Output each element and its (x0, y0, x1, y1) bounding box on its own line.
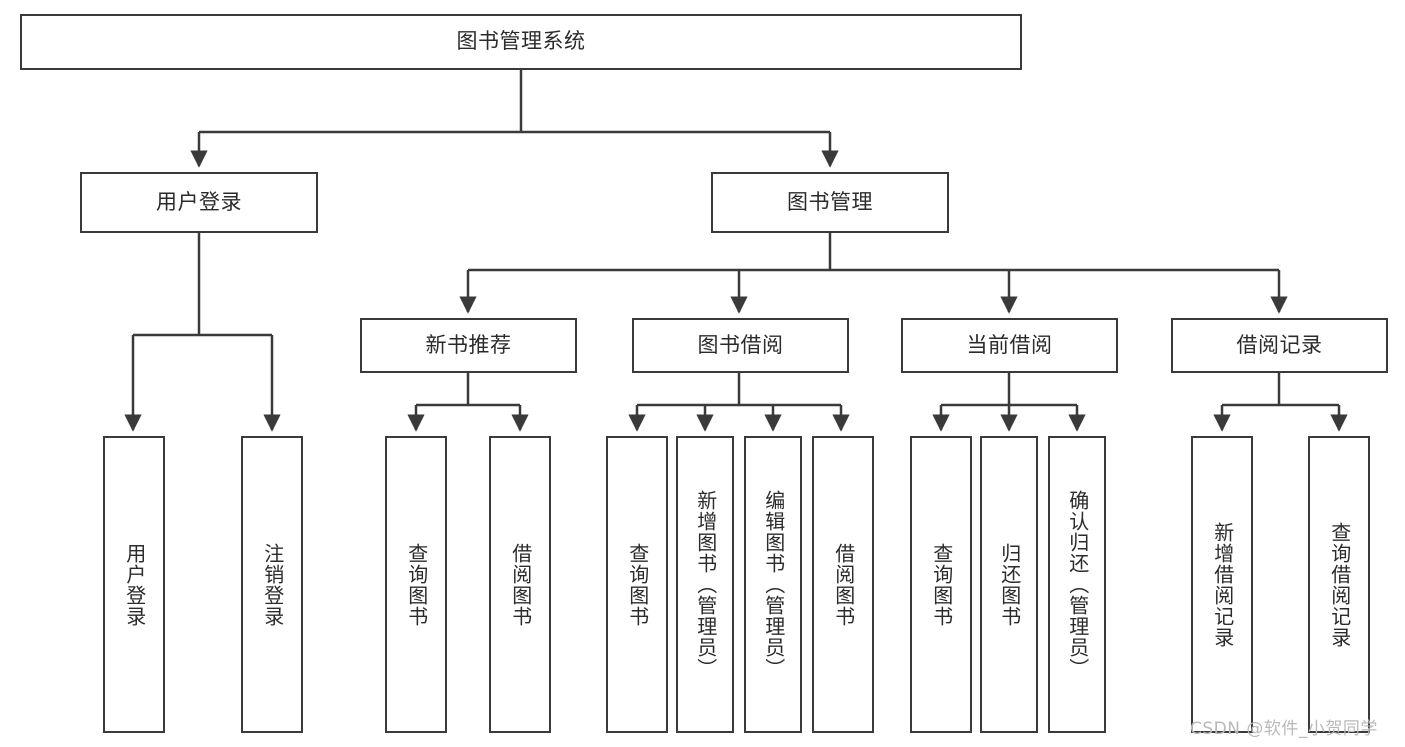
leaf-current-return-book[interactable]: 归还图书 (980, 436, 1038, 733)
node-label: 查询图书 (404, 542, 429, 627)
watermark: CSDN @软件_小贺同学 (1190, 719, 1378, 739)
leaf-new-book-borrow[interactable]: 借阅图书 (489, 436, 551, 733)
node-book-borrow[interactable]: 图书借阅 (632, 318, 849, 373)
node-label: 借阅图书 (831, 542, 856, 627)
leaf-records-add-record[interactable]: 新增借阅记录 (1191, 436, 1253, 733)
leaf-user-login-login[interactable]: 用户登录 (103, 436, 165, 733)
node-label: 查询借阅记录 (1327, 521, 1352, 648)
leaf-new-book-query[interactable]: 查询图书 (385, 436, 447, 733)
node-label: 查询图书 (929, 542, 954, 627)
leaf-borrow-edit-book-admin[interactable]: 编辑图书（管理员） (744, 436, 802, 733)
node-borrow-records[interactable]: 借阅记录 (1171, 318, 1388, 373)
node-label: 新增借阅记录 (1210, 521, 1235, 648)
node-label: 借阅记录 (1236, 332, 1323, 357)
node-label: 注销登录 (260, 542, 285, 627)
leaf-borrow-add-book-admin[interactable]: 新增图书（管理员） (676, 436, 734, 733)
node-label: 新书推荐 (425, 332, 512, 357)
node-new-book-recommend[interactable]: 新书推荐 (360, 318, 577, 373)
node-label: 编辑图书（管理员） (761, 490, 786, 679)
node-label: 图书借阅 (697, 332, 784, 357)
node-book-management[interactable]: 图书管理 (711, 172, 949, 233)
leaf-borrow-query-book[interactable]: 查询图书 (606, 436, 668, 733)
node-label: 借阅图书 (508, 542, 533, 627)
node-label: 当前借阅 (966, 332, 1053, 357)
node-label: 图书管理系统 (456, 29, 586, 54)
leaf-borrow-borrow-book[interactable]: 借阅图书 (812, 436, 874, 733)
node-label: 新增图书（管理员） (693, 490, 718, 679)
leaf-current-confirm-return-admin[interactable]: 确认归还（管理员） (1048, 436, 1106, 733)
leaf-current-query-book[interactable]: 查询图书 (910, 436, 972, 733)
node-label: 用户登录 (122, 542, 147, 627)
node-label: 确认归还（管理员） (1065, 490, 1090, 679)
leaf-user-login-logout[interactable]: 注销登录 (241, 436, 303, 733)
node-label: 归还图书 (997, 542, 1022, 627)
node-current-borrow[interactable]: 当前借阅 (901, 318, 1118, 373)
leaf-records-query-record[interactable]: 查询借阅记录 (1308, 436, 1370, 733)
node-root-book-management-system[interactable]: 图书管理系统 (20, 14, 1022, 70)
node-label: 图书管理 (787, 189, 873, 214)
node-label: 用户登录 (156, 189, 242, 214)
node-user-login[interactable]: 用户登录 (80, 172, 318, 233)
node-label: 查询图书 (625, 542, 650, 627)
